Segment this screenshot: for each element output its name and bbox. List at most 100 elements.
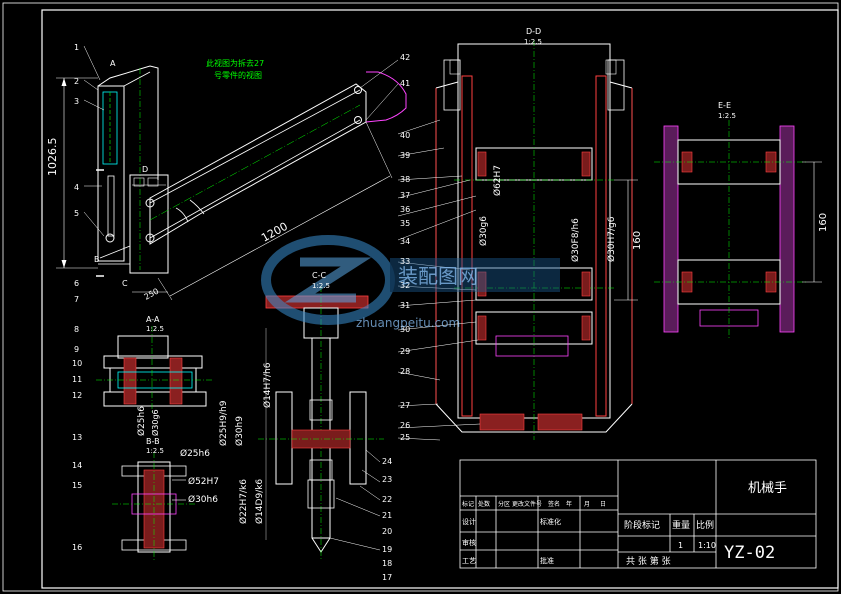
part-number: 6 [74, 279, 79, 288]
part-number: 9 [74, 345, 79, 354]
view-aa-name: A-A [146, 315, 160, 324]
part-number: 14 [72, 461, 82, 470]
view-dd-name: D-D [526, 27, 541, 36]
part-number: 2 [74, 77, 79, 86]
col-scale: 比例 [696, 519, 714, 531]
view-note-line2: 号零件的视图 [214, 70, 262, 80]
watermark-brand: 装配图网 [398, 264, 478, 288]
watermark-logo [261, 235, 560, 325]
part-number: 27 [400, 401, 410, 410]
part-number: 18 [382, 559, 392, 568]
point-label-d: D [142, 165, 148, 174]
rev-header: 更改文件号 [512, 500, 542, 508]
part-number: 17 [382, 573, 392, 582]
point-label-b: B [94, 255, 100, 264]
part-number: 7 [74, 295, 79, 304]
rev-header: 月 [584, 501, 590, 508]
part-number: 13 [72, 433, 82, 442]
part-number: 39 [400, 151, 410, 160]
rev-header: 处数 [478, 500, 490, 508]
view-bb-name: B-B [146, 437, 160, 446]
rev-header: 日 [600, 501, 606, 508]
section-aa-view [96, 326, 212, 412]
fit-annotation: Ø14H7/h6 [262, 362, 273, 408]
scale-value: 1:10 [698, 541, 716, 550]
part-number: 20 [382, 527, 392, 536]
rev-header: 分区 [498, 500, 510, 508]
fit-annotation: Ø30h6 [188, 494, 218, 505]
dimension-160-dd: 160 [632, 231, 643, 250]
row-process: 工艺 [462, 557, 476, 565]
part-number: 41 [400, 79, 410, 88]
row-design: 设计 [462, 517, 476, 526]
col-stage-marker: 阶段标记 [624, 519, 660, 531]
point-label-a: A [110, 59, 116, 68]
part-number: 21 [382, 511, 392, 520]
fit-annotation: Ø22H7/k6 [238, 479, 249, 524]
view-aa-scale: 1:2.5 [146, 325, 164, 333]
part-number: 24 [382, 457, 392, 466]
view-cc-name: C-C [312, 271, 326, 280]
rev-header: 签名 [548, 500, 560, 508]
title-block-frame [459, 459, 817, 569]
point-label-c: C [122, 279, 128, 288]
sheet-info: 共 张 第 张 [626, 555, 671, 567]
part-number: 29 [400, 347, 410, 356]
part-number: 25 [400, 433, 410, 442]
part-number: 32 [400, 281, 410, 290]
fit-annotation: Ø30F8/h6 [570, 218, 581, 262]
view-dd-scale: 1:2.5 [524, 38, 542, 46]
part-number: 33 [400, 257, 410, 266]
dimension-height: 1026.5 [46, 138, 59, 177]
part-number: 31 [400, 301, 410, 310]
fit-annotation: Ø14D9/k6 [254, 479, 265, 524]
fit-annotation: Ø30g6 [478, 216, 489, 246]
part-number: 12 [72, 391, 82, 400]
section-bb-view [112, 452, 196, 562]
part-number: 4 [74, 183, 79, 192]
part-number: 36 [400, 205, 410, 214]
part-number: 38 [400, 175, 410, 184]
fit-annotation: Ø30h9 [234, 416, 245, 446]
part-number: 42 [400, 53, 410, 62]
part-number: 22 [382, 495, 392, 504]
part-number: 15 [72, 481, 82, 490]
right-leaders [329, 59, 481, 551]
part-number: 26 [400, 421, 410, 430]
part-number: 34 [400, 237, 410, 246]
part-number: 16 [72, 543, 82, 552]
fit-annotation: Ø25h6 [136, 406, 147, 436]
dimension-160-ee: 160 [818, 213, 829, 232]
part-number: 19 [382, 545, 392, 554]
part-number: 10 [72, 359, 82, 368]
view-ee-name: E-E [718, 101, 731, 110]
left-leaders-main [83, 45, 105, 237]
fit-annotation: Ø25H9/h9 [218, 400, 229, 446]
part-number: 8 [74, 325, 79, 334]
fit-annotation: Ø62H7 [492, 165, 503, 196]
fit-annotation: Ø25h6 [180, 448, 210, 459]
part-number: 5 [74, 209, 79, 218]
rev-header: 年 [566, 500, 572, 508]
view-cc-scale: 1:2.5 [312, 282, 330, 290]
section-dd-view [435, 40, 638, 440]
quantity-value: 1 [678, 541, 683, 550]
inner-border [41, 9, 839, 589]
fit-annotation: Ø30H7/g6 [606, 216, 617, 262]
view-bb-scale: 1:2.5 [146, 447, 164, 455]
view-ee-scale: 1:2.5 [718, 112, 736, 120]
view-note-line1: 此视图为拆去27 [206, 58, 264, 68]
part-number: 3 [74, 97, 79, 106]
watermark-url: zhuangpeitu.com [356, 316, 460, 330]
row-approve: 批准 [540, 556, 554, 565]
row-standard: 标准化 [540, 517, 561, 526]
drawing-title: 机械手 [748, 481, 787, 496]
rev-header: 标记 [462, 500, 474, 508]
fit-annotation: Ø52H7 [188, 476, 219, 487]
drawing-number: YZ-02 [724, 543, 775, 563]
fit-annotation: Ø30g6 [150, 409, 160, 436]
part-number: 37 [400, 191, 410, 200]
part-number: 40 [400, 131, 410, 140]
part-number: 30 [400, 325, 410, 334]
